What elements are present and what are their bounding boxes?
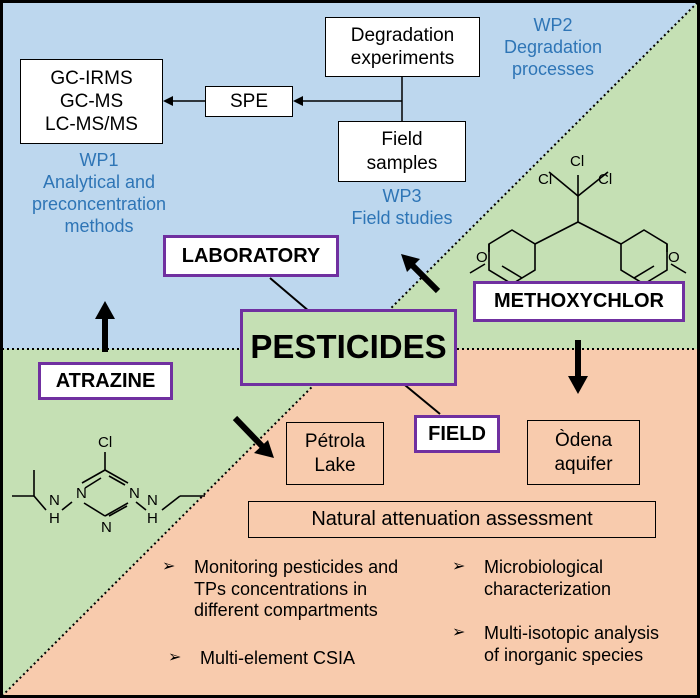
micro-line-2: characterization	[484, 578, 612, 599]
wp2-line-2: Degradation	[503, 36, 603, 57]
atrazine-box: ATRAZINE	[38, 362, 173, 400]
methoxychlor-cl-top: Cl	[570, 153, 584, 170]
wp2-line-1: WP2	[533, 15, 573, 35]
field-samples-box: Field samples	[338, 121, 466, 182]
spe-box: SPE	[205, 86, 293, 117]
wp1-label: WP1 Analytical and preconcentration meth…	[18, 150, 180, 238]
arrowhead-to-spe	[293, 96, 303, 106]
odena-line-2: aquifer	[554, 453, 613, 475]
spe-label: SPE	[229, 90, 269, 112]
assessment-label: Natural attenuation assessment	[311, 508, 593, 531]
methoxychlor-box: METHOXYCHLOR	[473, 281, 685, 322]
methoxychlor-o-bonds	[469, 244, 687, 274]
wp3-line-2: Field studies	[351, 207, 453, 228]
odena-line-1: Òdena	[554, 430, 613, 452]
wp3-label: WP3 Field studies	[328, 186, 476, 230]
micro-line-1: Microbiological	[484, 557, 604, 577]
atrazine-n-bottom: N	[101, 519, 112, 536]
methoxychlor-structure	[488, 171, 668, 302]
wp3-line-1: WP3	[382, 186, 422, 206]
atrazine-nh-left-n: N	[49, 492, 60, 509]
isotopic-line-1: Multi-isotopic analysis	[484, 623, 660, 643]
connector-center-laboratory	[269, 277, 311, 313]
field-box: FIELD	[414, 415, 500, 453]
instrument-gc-ms: GC-MS	[59, 90, 124, 112]
field-label: FIELD	[428, 422, 486, 445]
bullet-marker: ➢	[452, 624, 466, 641]
instrument-lc-ms-ms: LC-MS/MS	[45, 114, 138, 136]
methoxychlor-label: METHOXYCHLOR	[494, 290, 664, 313]
atrazine-n-right: N	[129, 485, 140, 502]
wp1-line-3: preconcentration	[31, 193, 167, 214]
methoxychlor-o-left: O	[476, 249, 488, 266]
isotopic-line-2: of inorganic species	[484, 644, 644, 665]
atrazine-cl: Cl	[98, 434, 112, 451]
bullet-marker: ➢	[168, 649, 182, 666]
bullet-marker: ➢	[162, 558, 176, 575]
field-samples-line-2: samples	[366, 152, 438, 174]
odena-aquifer-box: Òdena aquifer	[527, 420, 640, 485]
orange-region	[0, 349, 700, 698]
atrazine-label: ATRAZINE	[55, 369, 156, 392]
bullet-monitoring: ➢ Monitoring pesticides and TPs concentr…	[162, 557, 442, 622]
instruments-box: GC-IRMS GC-MS LC-MS/MS	[20, 59, 163, 144]
bullet-microbiological: ➢ Microbiological characterization	[452, 557, 692, 600]
laboratory-box: LABORATORY	[163, 235, 339, 277]
bullet-isotopic: ➢ Multi-isotopic analysis of inorganic s…	[452, 623, 692, 666]
arrow-to-lab	[401, 254, 441, 294]
atrazine-nh-left-h: H	[49, 510, 60, 527]
atrazine-nh-right-h: H	[147, 510, 158, 527]
wp1-line-4: methods	[64, 215, 134, 236]
degradation-line-2: experiments	[350, 48, 455, 69]
field-samples-line-1: Field	[381, 129, 423, 151]
monitoring-line-2: TPs concentrations in	[194, 578, 368, 599]
arrow-up-atrazine	[95, 301, 115, 352]
pesticides-box: PESTICIDES	[240, 309, 457, 386]
assessment-box: Natural attenuation assessment	[248, 501, 656, 538]
instrument-gc-irms: GC-IRMS	[50, 67, 133, 89]
arrowhead-to-instruments	[163, 96, 173, 106]
connector-center-field	[399, 380, 441, 415]
methoxychlor-o-right: O	[668, 249, 680, 266]
atrazine-nh-right-n: N	[147, 492, 158, 509]
arrow-down-methoxychlor	[568, 340, 588, 394]
methoxychlor-cl-right: Cl	[598, 171, 612, 188]
bullet-marker: ➢	[452, 558, 466, 575]
atrazine-n-left: N	[76, 485, 87, 502]
wp2-label: WP2 Degradation processes	[488, 15, 618, 81]
wp2-line-3: processes	[511, 58, 595, 79]
wp1-line-1: WP1	[79, 150, 119, 170]
csia-text: Multi-element CSIA	[200, 648, 356, 668]
wp1-line-2: Analytical and	[42, 171, 156, 192]
methoxychlor-cl-left: Cl	[538, 171, 552, 188]
petrola-lake-box: Pétrola Lake	[286, 422, 384, 485]
degradation-line-1: Degradation	[350, 24, 455, 46]
arrow-to-petrola	[232, 415, 274, 458]
monitoring-line-1: Monitoring pesticides and	[194, 557, 399, 577]
monitoring-line-3: different compartments	[194, 600, 378, 621]
atrazine-structure	[12, 452, 205, 517]
pesticides-title: PESTICIDES	[250, 328, 447, 366]
petrola-line-1: Pétrola	[304, 431, 366, 453]
petrola-line-2: Lake	[314, 454, 356, 476]
degradation-experiments-box: Degradation experiments	[325, 17, 480, 77]
bullet-csia: ➢ Multi-element CSIA	[168, 648, 408, 670]
laboratory-label: LABORATORY	[181, 244, 321, 267]
